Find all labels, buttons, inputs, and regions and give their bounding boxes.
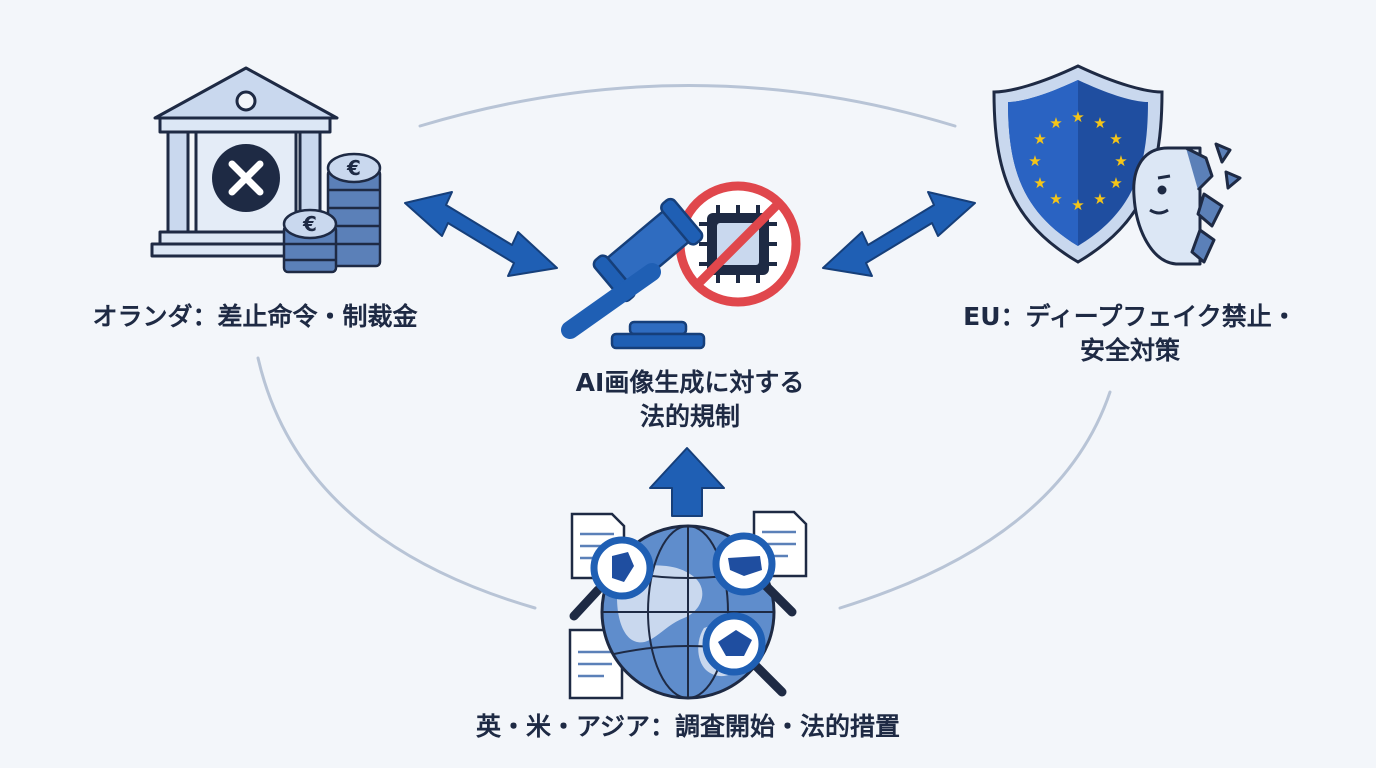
banned-chip-icon [675,181,801,307]
double-arrow-right [822,191,976,277]
svg-text:★: ★ [1071,196,1084,214]
svg-text:★: ★ [1071,108,1084,126]
eu-shield-icon: ★★★ ★★★ ★★★ ★★★ [992,64,1164,264]
svg-text:★: ★ [1049,114,1062,132]
netherlands-label: オランダ：差止命令・制裁金 [92,302,418,331]
eu-label: EU：ディープフェイク禁止・ 安全対策 [930,300,1330,368]
euro-coins-icon: € € [282,152,382,274]
up-arrow [649,447,725,517]
face-icon [1132,142,1242,266]
arc-left [256,356,537,610]
svg-text:★: ★ [1028,152,1041,170]
svg-text:€: € [346,156,361,180]
center-title-line1: AI画像生成に対する [575,368,805,397]
svg-text:★: ★ [1109,130,1122,148]
magnifier-icon [569,532,797,697]
ban-x-icon [212,144,280,212]
arc-right [838,390,1112,610]
center-title: AI画像生成に対する 法的規制 [540,366,840,434]
eu-label-line2: 安全対策 [1079,336,1180,365]
eu-label-line1: EU：ディープフェイク禁止・ [963,302,1297,331]
center-title-line2: 法的規制 [639,402,740,431]
arc-top [418,84,957,128]
svg-text:€: € [302,212,317,236]
gavel-icon [561,197,706,350]
svg-text:★: ★ [1093,190,1106,208]
svg-text:★: ★ [1114,152,1127,170]
svg-text:★: ★ [1033,130,1046,148]
svg-text:★: ★ [1049,190,1062,208]
bottom-label: 英・米・アジア：調査開始・法的措置 [475,712,900,741]
svg-text:★: ★ [1033,174,1046,192]
svg-text:★: ★ [1109,174,1122,192]
connector-arcs [256,84,1112,610]
svg-text:★: ★ [1093,114,1106,132]
double-arrow-left [404,191,558,277]
